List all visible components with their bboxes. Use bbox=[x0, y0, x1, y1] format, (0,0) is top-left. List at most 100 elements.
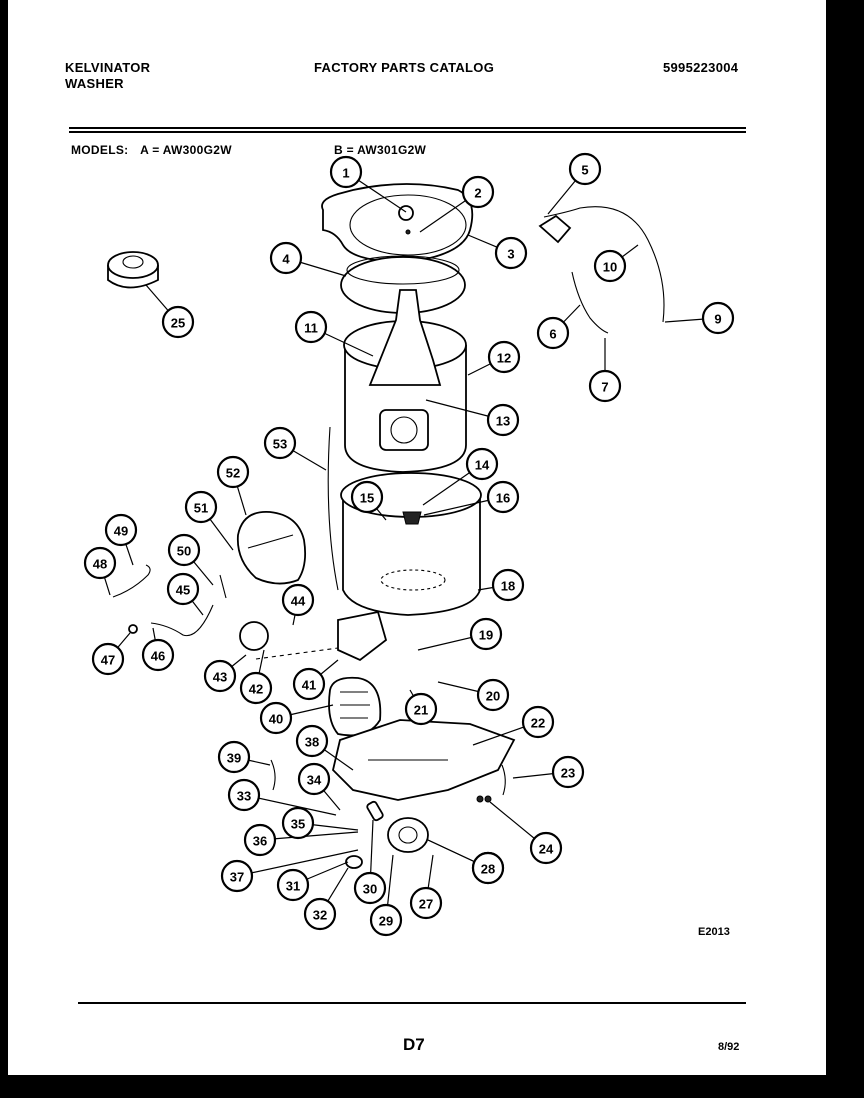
model-b: B = AW301G2W bbox=[334, 143, 427, 157]
callout-label: 40 bbox=[269, 712, 283, 727]
callout-30: 30 bbox=[353, 871, 387, 905]
callout-label: 29 bbox=[379, 914, 393, 929]
callout-label: 27 bbox=[419, 897, 433, 912]
callout-bubbles: 1234567910111213141516181920212223242526… bbox=[83, 152, 735, 937]
callout-circle bbox=[568, 152, 602, 186]
callout-label: 48 bbox=[93, 557, 107, 572]
callout-22: 22 bbox=[521, 705, 555, 739]
callout-21: 21 bbox=[404, 692, 438, 726]
callout-38: 38 bbox=[295, 724, 329, 758]
callout-label: 1 bbox=[342, 166, 349, 181]
callout-label: 20 bbox=[486, 689, 500, 704]
callout-circle bbox=[184, 490, 218, 524]
callout-circle bbox=[269, 241, 303, 275]
callout-circle bbox=[263, 426, 297, 460]
cabinet-detail bbox=[236, 511, 307, 585]
drain-hose-parts bbox=[112, 564, 227, 637]
callout-label: 25 bbox=[171, 316, 185, 331]
callout-44: 44 bbox=[281, 583, 315, 617]
callout-circle bbox=[239, 671, 273, 705]
callout-11: 11 bbox=[294, 310, 328, 344]
callout-label: 2 bbox=[474, 186, 481, 201]
callout-label: 4 bbox=[282, 252, 290, 267]
agitator-basket bbox=[343, 289, 467, 473]
callout-label: 15 bbox=[360, 491, 374, 506]
callout-33: 33 bbox=[227, 778, 261, 812]
callout-13: 13 bbox=[486, 403, 520, 437]
callout-label: 14 bbox=[475, 458, 490, 473]
callout-leader-37 bbox=[236, 849, 359, 877]
callout-label: 43 bbox=[213, 670, 227, 685]
callout-label: 32 bbox=[313, 908, 327, 923]
callout-circle bbox=[404, 692, 438, 726]
callout-46: 46 bbox=[141, 638, 175, 672]
callout-10: 10 bbox=[593, 249, 627, 283]
callout-label: 34 bbox=[307, 773, 322, 788]
pulley-and-small-parts bbox=[270, 759, 506, 869]
callout-label: 11 bbox=[304, 321, 318, 336]
callout-label: 51 bbox=[194, 501, 208, 516]
callout-circle bbox=[329, 155, 363, 189]
callout-label: 5 bbox=[581, 163, 588, 178]
callout-circle bbox=[83, 546, 117, 580]
callout-circle bbox=[259, 701, 293, 735]
header-rule-top bbox=[69, 127, 746, 129]
callout-label: 6 bbox=[549, 327, 556, 342]
callout-3: 3 bbox=[494, 236, 528, 270]
model-a: A = AW300G2W bbox=[140, 143, 232, 157]
callout-label: 28 bbox=[481, 862, 495, 877]
page-code: D7 bbox=[403, 1035, 425, 1054]
catalog-title: FACTORY PARTS CATALOG bbox=[314, 60, 495, 75]
exploded-parts-diagram: 1234567910111213141516181920212223242526… bbox=[78, 152, 746, 1054]
callout-31: 31 bbox=[276, 868, 310, 902]
callout-14: 14 bbox=[465, 447, 499, 481]
callout-label: 39 bbox=[227, 751, 241, 766]
callout-circle bbox=[471, 851, 505, 885]
callout-4: 4 bbox=[269, 241, 303, 275]
callout-9: 9 bbox=[701, 301, 735, 335]
callout-34: 34 bbox=[297, 762, 331, 796]
callout-label: 47 bbox=[101, 653, 115, 668]
outer-tub bbox=[340, 472, 482, 616]
callout-circle bbox=[227, 778, 261, 812]
callout-label: 37 bbox=[230, 870, 244, 885]
models-line: MODELS: A = AW300G2W bbox=[71, 142, 232, 158]
callout-40: 40 bbox=[259, 701, 293, 735]
callout-circle bbox=[295, 724, 329, 758]
mounting-plate bbox=[332, 719, 516, 801]
callout-label: 38 bbox=[305, 735, 319, 750]
callout-53: 53 bbox=[263, 426, 297, 460]
callout-circle bbox=[220, 859, 254, 893]
pump-and-motor-assembly bbox=[239, 610, 388, 737]
callout-label: 33 bbox=[237, 789, 251, 804]
callout-29: 29 bbox=[369, 903, 403, 937]
callout-37: 37 bbox=[220, 859, 254, 893]
tub-ring-assembly bbox=[321, 183, 474, 263]
callout-label: 9 bbox=[714, 312, 721, 327]
callout-label: 22 bbox=[531, 716, 545, 731]
callout-23: 23 bbox=[551, 755, 585, 789]
callout-47: 47 bbox=[91, 642, 125, 676]
brand-name: KELVINATOR bbox=[65, 60, 151, 75]
callout-12: 12 bbox=[487, 340, 521, 374]
callout-label: 16 bbox=[496, 491, 510, 506]
callout-circle bbox=[465, 447, 499, 481]
callout-circle bbox=[91, 642, 125, 676]
callout-49: 49 bbox=[104, 513, 138, 547]
callout-41: 41 bbox=[292, 667, 326, 701]
lid-switch bbox=[107, 251, 159, 289]
callout-circle bbox=[167, 533, 201, 567]
callout-24: 24 bbox=[529, 831, 563, 865]
callout-42: 42 bbox=[239, 671, 273, 705]
callout-circle bbox=[369, 903, 403, 937]
callout-16: 16 bbox=[486, 480, 520, 514]
callout-circle bbox=[276, 868, 310, 902]
callout-circle bbox=[350, 480, 384, 514]
callout-circle bbox=[217, 740, 251, 774]
product-type: WASHER bbox=[65, 76, 124, 91]
callout-15: 15 bbox=[350, 480, 384, 514]
callout-5: 5 bbox=[568, 152, 602, 186]
callout-circle bbox=[243, 823, 277, 857]
callout-label: 41 bbox=[302, 678, 316, 693]
callout-51: 51 bbox=[184, 490, 218, 524]
